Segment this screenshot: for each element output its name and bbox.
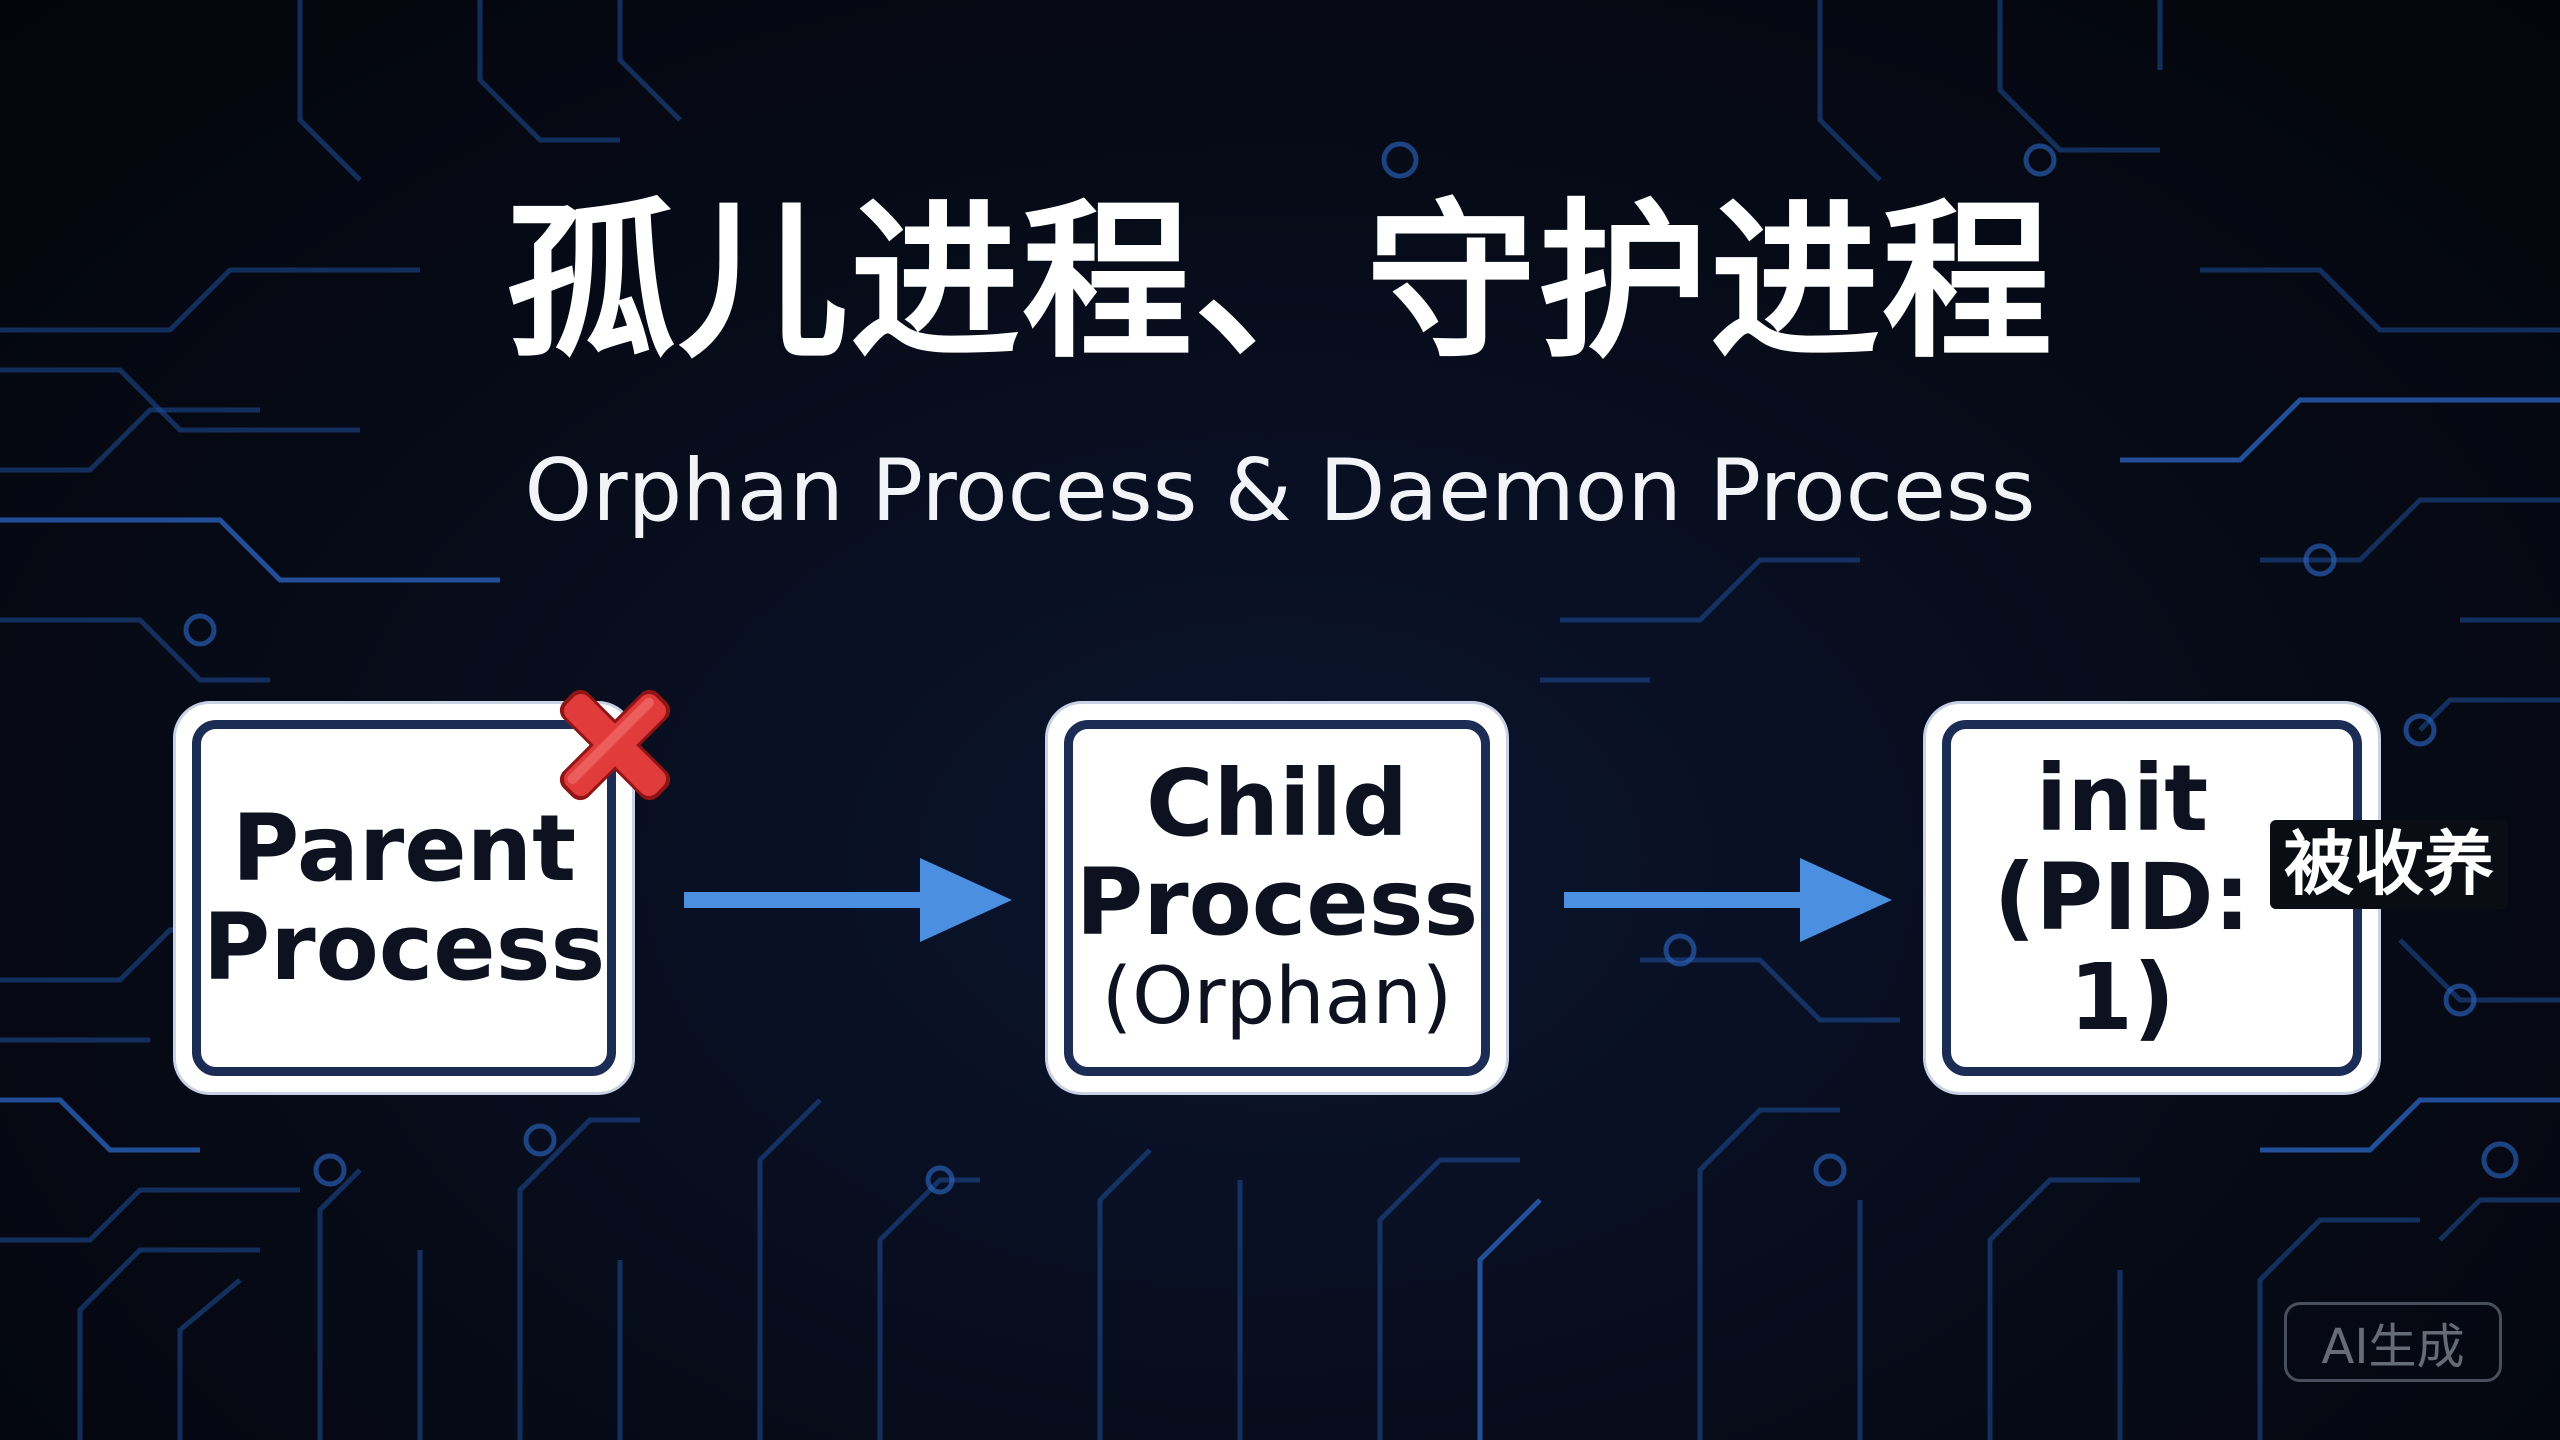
child-process-orphan-note: (Orphan) — [1101, 951, 1453, 1042]
page-title: 孤儿进程、守护进程 — [505, 184, 2054, 382]
arrow-parent-to-child — [684, 858, 1012, 942]
adopted-label: 被收养 — [2270, 820, 2508, 909]
init-process-label-line1: init — [2035, 744, 2209, 852]
child-process-frame: Child Process (Orphan) — [1064, 720, 1490, 1076]
parent-process-frame: Parent Process — [192, 720, 616, 1076]
init-process-label-line2: (PID: 1) — [1993, 844, 2251, 1051]
red-cross-icon — [559, 689, 671, 801]
parent-process-node: Parent Process — [176, 704, 632, 1092]
ai-generated-watermark: AI生成 — [2284, 1302, 2502, 1382]
child-process-label-line2: Process — [1075, 849, 1479, 957]
child-process-label-line1: Child — [1146, 749, 1408, 857]
parent-process-label-line2: Process — [202, 894, 606, 1001]
child-process-node: Child Process (Orphan) — [1048, 704, 1506, 1092]
arrow-child-to-init — [1564, 858, 1892, 942]
parent-process-label-line1: Parent — [231, 794, 577, 902]
page-subtitle: Orphan Process & Daemon Process — [524, 441, 2036, 541]
